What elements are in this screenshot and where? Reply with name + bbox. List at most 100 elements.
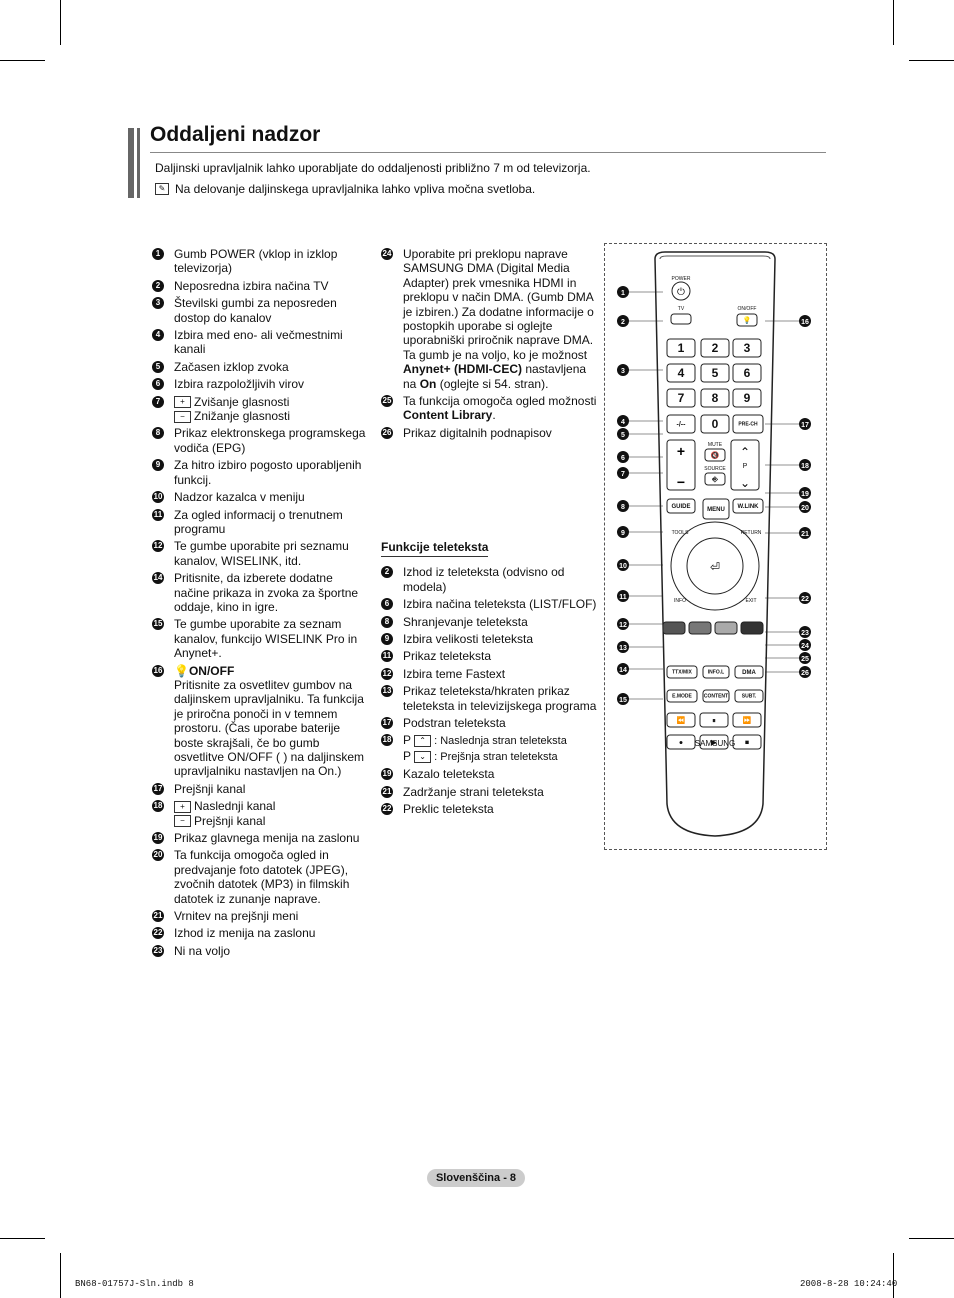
return-label: RETURN (741, 530, 762, 536)
title-rule (150, 152, 826, 153)
content-button-label: CONTENT (704, 694, 728, 700)
item-line: P ⌄: Prejšnja stran teleteksta (403, 749, 597, 764)
color-button (740, 621, 764, 635)
digit-button (732, 388, 762, 408)
callout-number: 11 (152, 508, 164, 521)
list-item: 9 Za hitro izbiro pogosto uporabljenih fu… (152, 458, 368, 487)
callout-3 (617, 364, 629, 376)
item-text: Ta funkcija omogoča ogled možnosti (403, 394, 597, 409)
callout-11-label: 11 (619, 594, 627, 601)
item-text: Izbira teme Fastext (403, 666, 506, 681)
callout-10-label: 10 (619, 563, 627, 570)
media-button (699, 712, 729, 728)
slug-left: BN68-01757J-Sln.indb 8 (75, 1279, 194, 1289)
channel-up-icon: ⌃ (740, 445, 750, 459)
color-button (714, 621, 738, 635)
item-text: Izbira velikosti teleteksta (403, 632, 534, 647)
callout-number: 6 (152, 378, 164, 391)
tv-label: TV (678, 306, 685, 312)
header-bar-stripe (134, 128, 137, 198)
digit-button (700, 388, 730, 408)
callout-23 (799, 626, 811, 638)
callout-25-label: 25 (801, 656, 809, 663)
p-label: P (743, 463, 748, 470)
item-text: Naslednji kanal (194, 799, 276, 814)
item-text: nastavljena na (403, 362, 587, 391)
item-text: Podstran teleteksta (403, 716, 506, 731)
callout-11 (617, 590, 629, 602)
callout-number: 9 (152, 459, 164, 472)
source-button (704, 472, 726, 486)
callout-5-label: 5 (621, 432, 625, 439)
item-text: Gumb POWER (vklop in izklop televizorja) (174, 247, 338, 276)
digit-button (666, 338, 696, 358)
enter-icon: ⏎ (710, 560, 720, 574)
crop-mark (60, 1253, 61, 1298)
mute-label: MUTE (708, 442, 723, 448)
crop-mark (0, 1238, 45, 1239)
digit-button (666, 363, 696, 383)
callout-number: 25 (381, 395, 393, 408)
callout-number: 23 (152, 944, 164, 957)
digit-button (700, 338, 730, 358)
callout-6 (617, 451, 629, 463)
item-text: Znižanje glasnosti (194, 409, 291, 424)
callout-26-label: 26 (801, 670, 809, 677)
info-label: INFO (674, 598, 686, 604)
callout-7-label: 7 (621, 471, 625, 478)
item-text: Za hitro izbiro pogosto uporabljenih fun… (174, 458, 362, 487)
callout-1-label: 1 (621, 290, 625, 297)
ttx-button (666, 665, 698, 679)
callout-4-label: 4 (621, 419, 625, 426)
item-text: (oglejte si 54. stran). (436, 376, 549, 391)
callout-4 (617, 415, 629, 427)
callout-21-label: 21 (801, 531, 809, 538)
callout-2-label: 2 (621, 319, 625, 326)
exit-label: EXIT (745, 598, 756, 604)
callout-number: 6 (381, 598, 393, 611)
callout-21 (799, 527, 811, 539)
source-button-label: ⎆ (711, 475, 718, 483)
digit-button-label: 8 (712, 391, 719, 405)
callout-22-label: 22 (801, 596, 809, 603)
onoff-button (736, 313, 758, 327)
item-text: Izbira med eno- ali večmestnimi kanali (174, 328, 343, 357)
callout-13 (617, 641, 629, 653)
item-text: Pritisnite, da izberete dodatne načine p… (174, 571, 359, 614)
media-button-label: ⏪ (677, 715, 686, 724)
callout-23-label: 23 (801, 630, 809, 637)
mute-button (704, 448, 726, 462)
down-icon: − (174, 815, 191, 828)
note-icon: ✎ (155, 183, 169, 195)
media-button (666, 734, 696, 750)
media-button-label: ● (679, 739, 683, 746)
color-button (688, 621, 712, 635)
subt-button (734, 689, 764, 703)
item-text: Prikaz teleteksta (403, 649, 492, 664)
p-label: P (403, 733, 415, 748)
item-line: +Naslednji kanal (174, 799, 368, 813)
callout-number: 16 (152, 664, 164, 677)
volume-up-icon: + (677, 443, 685, 459)
digit-button (700, 414, 730, 434)
item-text: Prejšnji kanal (174, 781, 246, 796)
callout-5 (617, 428, 629, 440)
teletext-heading: Funkcije teleteksta (381, 540, 489, 558)
page-number: Slovenščina - 8 (427, 1169, 525, 1187)
infol-button-label: INFO.L (708, 670, 724, 676)
item-text: Izhod iz menija na zaslonu (174, 926, 316, 941)
callout-number: 8 (152, 427, 164, 440)
callout-16 (799, 315, 811, 327)
callout-15-label: 15 (619, 697, 627, 704)
